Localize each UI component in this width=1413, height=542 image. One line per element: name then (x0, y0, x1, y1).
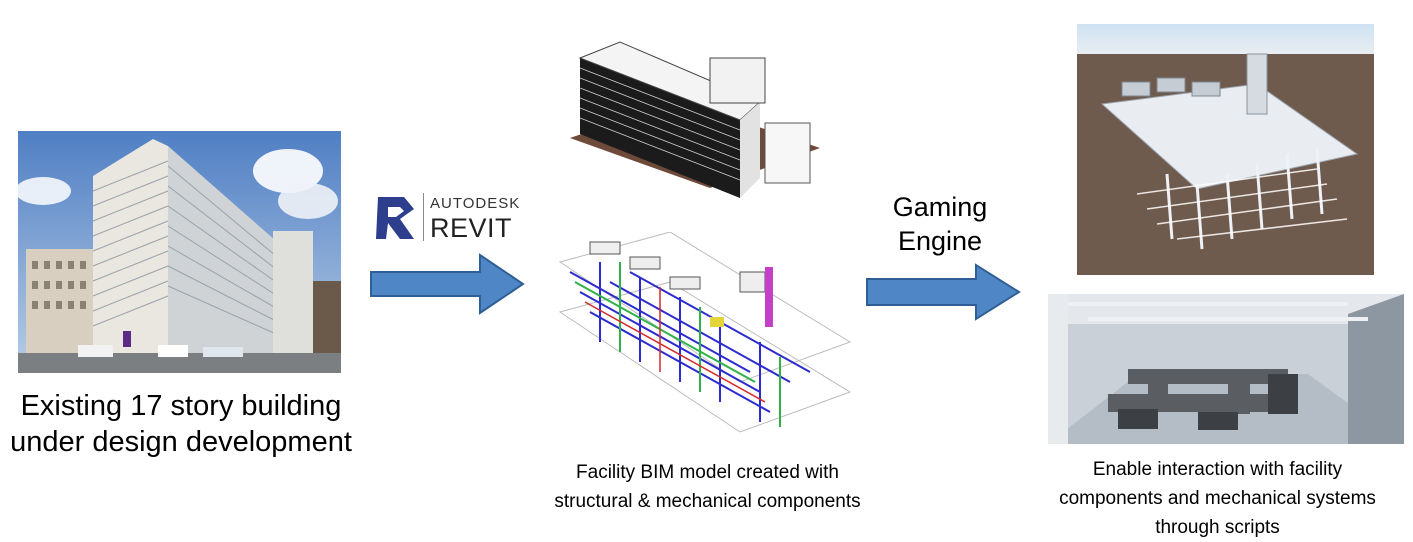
bim-building-model-image (570, 41, 820, 198)
gaming-engine-label: Gaming Engine (860, 190, 1020, 258)
revit-logo-brand: AUTODESK (430, 195, 521, 212)
revit-logo-product: REVIT (430, 213, 513, 243)
process-arrow-1 (370, 253, 525, 315)
revit-logo-divider (423, 193, 424, 241)
bim-mep-model-image (558, 232, 852, 433)
interaction-caption: Enable interaction with facility compone… (1025, 455, 1410, 542)
game-engine-model-render (1077, 24, 1374, 275)
game-engine-interior-render (1048, 294, 1404, 444)
existing-building-photo (18, 131, 341, 373)
interaction-caption-line3: through scripts (1155, 517, 1280, 538)
existing-building-caption-line2: under design development (10, 426, 352, 458)
process-arrow-2 (866, 263, 1021, 321)
interaction-caption-line1: Enable interaction with facility (1092, 459, 1343, 480)
gaming-engine-label-line2: Engine (897, 226, 983, 256)
existing-building-caption-line1: Existing 17 story building (20, 390, 342, 422)
gaming-engine-label-line1: Gaming (892, 192, 988, 222)
interaction-caption-line2: components and mechanical systems (1059, 488, 1376, 509)
bim-model-caption-line2: structural & mechanical components (554, 491, 861, 512)
bim-model-caption-line1: Facility BIM model created with (576, 462, 839, 483)
bim-model-caption: Facility BIM model created with structur… (505, 458, 910, 516)
existing-building-caption: Existing 17 story building under design … (0, 388, 362, 460)
revit-logo-icon (376, 197, 414, 239)
